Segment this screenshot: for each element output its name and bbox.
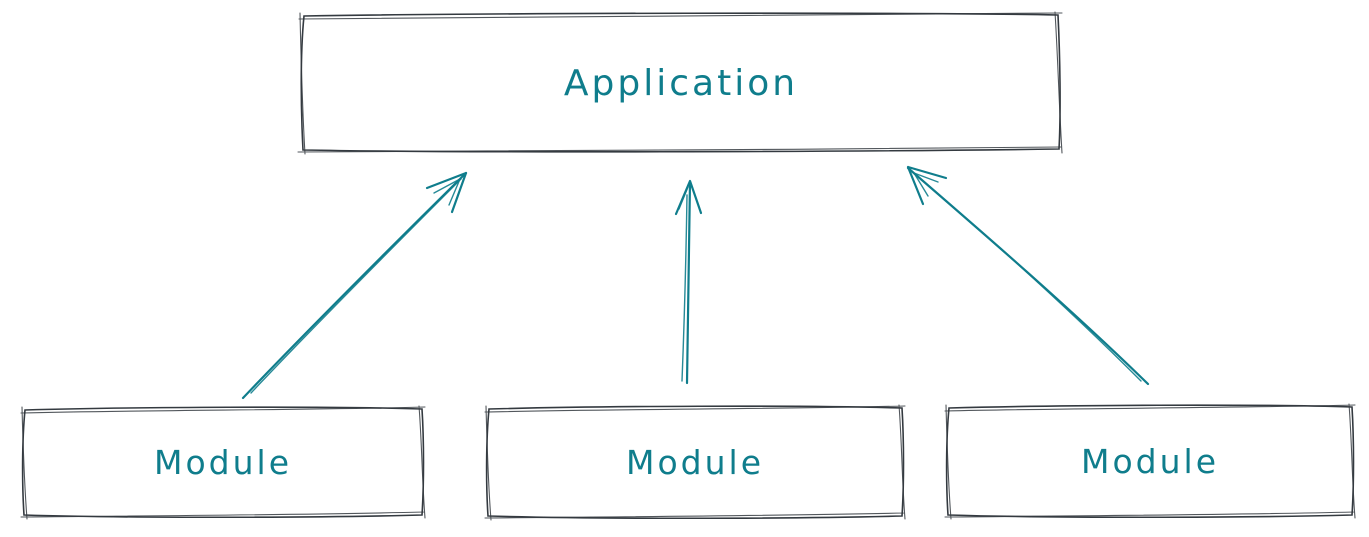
node-module-1-border (20, 405, 426, 520)
arrow-module2-to-application (674, 179, 703, 385)
arrow-module3-to-application (906, 165, 1150, 386)
node-application-border (297, 11, 1063, 155)
node-module-2-border (484, 404, 906, 521)
node-module-3-border (944, 403, 1356, 520)
arrow-module1-to-application (241, 171, 468, 400)
